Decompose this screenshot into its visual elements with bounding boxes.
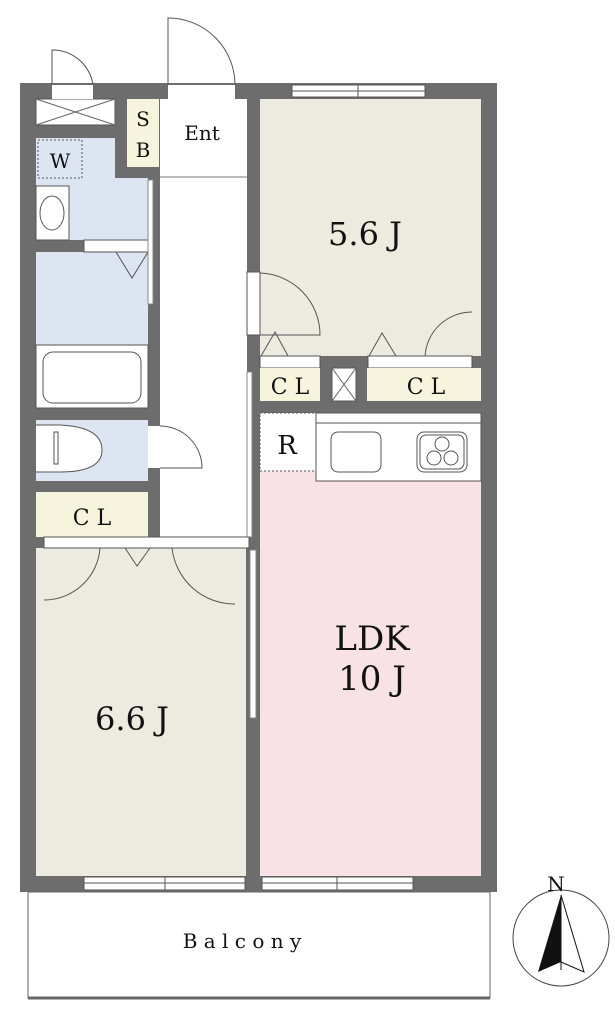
shoe-box [127, 99, 159, 167]
room-5-6j [260, 99, 481, 356]
refrigerator-label: R [277, 431, 298, 461]
entrance-label: Ent [184, 121, 220, 145]
washer-label: W [50, 149, 71, 173]
closet-left [36, 492, 148, 537]
closet-mid-label: C L [271, 375, 310, 400]
door-entrance [167, 17, 236, 86]
compass-north-icon [512, 889, 610, 987]
door-service [51, 49, 94, 86]
room-6-6j-label: 6.6 J [95, 700, 169, 738]
ldk-label: LDK [334, 619, 410, 659]
compass-label: N [547, 872, 565, 896]
balcony [27, 891, 491, 999]
closet-left-label: C L [73, 506, 112, 531]
shoe-box-label-s: S [136, 107, 150, 131]
shoe-box-label-b: B [136, 138, 151, 162]
room-6-6j [36, 548, 246, 876]
entrance [160, 99, 247, 167]
kitchen-sink [330, 431, 382, 473]
hallway [160, 167, 247, 537]
ldk-size-label: 10 J [338, 659, 406, 699]
washer-space [37, 139, 83, 179]
closet-right [367, 368, 481, 401]
balcony-label: B a l c o n y [183, 929, 302, 953]
closet-right-label: C L [407, 375, 446, 400]
bathtub [35, 344, 149, 409]
ldk [260, 413, 481, 876]
bathroom [36, 252, 148, 345]
stove-icon [416, 431, 468, 473]
room-5-6j-label: 5.6 J [328, 215, 402, 253]
closet-mid [260, 368, 320, 401]
refrigerator-space [259, 412, 317, 472]
toilet-icon [36, 424, 103, 473]
